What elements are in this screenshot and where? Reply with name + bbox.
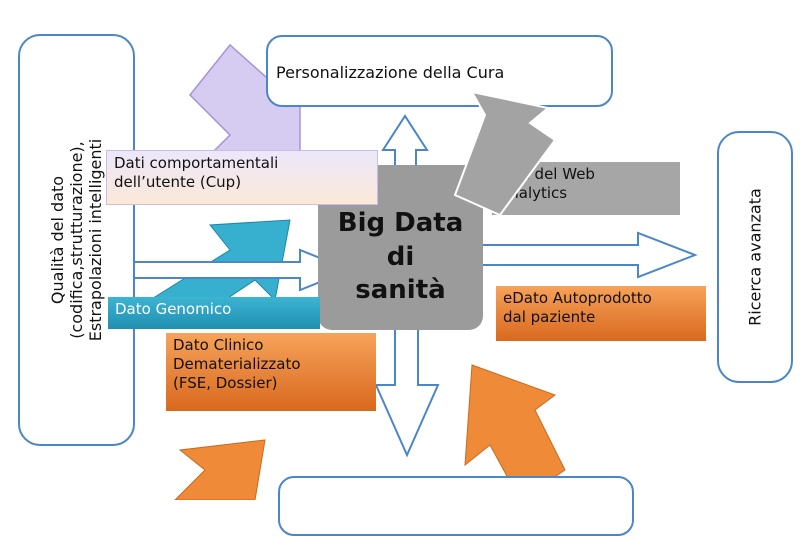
center-line1: Big Data — [337, 207, 464, 238]
source-clinico: Dato Clinico Dematerializzato (FSE, Doss… — [166, 333, 376, 411]
lavender-arrow — [188, 43, 301, 161]
source-clinico-line1: Dato Clinico — [173, 336, 264, 354]
gray-arrow-layer — [453, 90, 557, 217]
source-clinico-line2: Dematerializzato — [173, 354, 301, 373]
gray-arrow — [453, 90, 557, 217]
orange-arrow-bottom-right — [464, 364, 566, 500]
source-autoprodotto: eDato Autoprodotto dal paziente — [496, 286, 706, 341]
right-box-ricerca: Ricerca avanzata — [717, 131, 793, 383]
top-box-personalizzazione: Personalizzazione della Cura — [266, 35, 613, 107]
top-box-label: Personalizzazione della Cura — [276, 63, 505, 82]
center-to-right-arrow — [457, 231, 698, 279]
source-comportamentali: Dati comportamentali dell’utente (Cup) — [106, 150, 378, 205]
source-autoprodotto-line1: eDato Autoprodotto — [503, 289, 652, 307]
source-genomico-line1: Dato Genomico — [115, 300, 232, 318]
source-clinico-line3: (FSE, Dossier) — [173, 373, 278, 392]
center-line2: di — [386, 241, 415, 272]
source-comportamentali-line2: dell’utente (Cup) — [114, 172, 242, 191]
left-box-qualita: Qualità del dato (codifica,strutturazion… — [18, 34, 135, 446]
source-genomico: Dato Genomico — [108, 297, 320, 329]
down-arrow — [374, 324, 440, 458]
orange-arrow-bottom-left — [174, 439, 266, 500]
center-line3: sanità — [355, 275, 446, 306]
source-comportamentali-line1: Dati comportamentali — [114, 154, 279, 172]
source-autoprodotto-line2: dal paziente — [503, 307, 596, 326]
